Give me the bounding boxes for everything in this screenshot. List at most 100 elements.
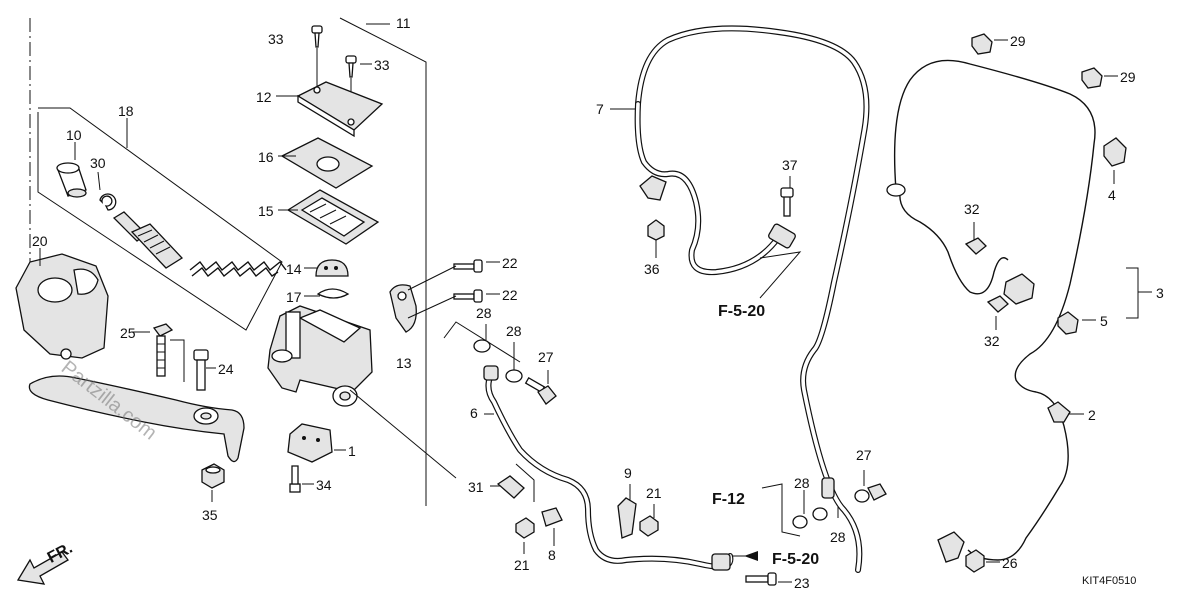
- cap-screw-part[interactable]: [311, 25, 323, 48]
- bolt-21[interactable]: [515, 517, 535, 539]
- bolt-36[interactable]: [647, 219, 665, 241]
- callout-21-a: 21: [646, 485, 662, 501]
- callout-33-a: 33: [268, 31, 284, 47]
- piston-part[interactable]: [112, 211, 184, 269]
- bolt-21-b[interactable]: [639, 515, 659, 537]
- grommet-29-a[interactable]: [971, 33, 993, 55]
- oil-bolt-27[interactable]: [867, 483, 887, 501]
- cap-screw-part-2[interactable]: [345, 55, 357, 78]
- bolt-23[interactable]: [745, 572, 777, 586]
- snap-ring-part[interactable]: [316, 288, 350, 299]
- piston-kit-group: [37, 107, 287, 331]
- clamp-32-b[interactable]: [986, 295, 1009, 313]
- callout-3: 3: [1156, 285, 1164, 301]
- clamp-bolt-part[interactable]: [453, 259, 483, 273]
- callout-6: 6: [470, 405, 478, 421]
- holder-clamp-part[interactable]: [389, 284, 417, 333]
- callout-34: 34: [316, 477, 332, 493]
- diaphragm-part[interactable]: [286, 189, 380, 245]
- callout-27-a: 27: [538, 349, 554, 365]
- callout-12: 12: [256, 89, 272, 105]
- callout-14: 14: [286, 261, 302, 277]
- callout-28-a: 28: [476, 305, 492, 321]
- sealing-washer-28-a[interactable]: [792, 515, 808, 529]
- callout-21-b: 21: [514, 557, 530, 573]
- callout-9: 9: [624, 465, 632, 481]
- callout-29-b: 29: [1120, 69, 1136, 85]
- rear-brake-hose-assembly: [634, 25, 887, 573]
- callout-35: 35: [202, 507, 218, 523]
- callout-7: 7: [596, 101, 604, 117]
- callout-17: 17: [286, 289, 302, 305]
- clamp-5[interactable]: [1057, 311, 1079, 335]
- ref-f-5-20-b[interactable]: F-5-20: [772, 551, 819, 568]
- callout-10: 10: [66, 127, 82, 143]
- coupler-part[interactable]: [1003, 273, 1035, 305]
- clamp-32-a[interactable]: [964, 237, 987, 255]
- diaphragm-plate-part[interactable]: [280, 137, 374, 189]
- callout-2: 2: [1088, 407, 1096, 423]
- hose-clamp-part[interactable]: [496, 475, 525, 499]
- clip-part[interactable]: [617, 497, 637, 539]
- pivot-bolt-part[interactable]: [193, 349, 209, 391]
- callout-13: 13: [396, 355, 412, 371]
- grommet-29-b[interactable]: [1081, 67, 1103, 89]
- reservoir-cap-part[interactable]: [296, 81, 384, 138]
- callout-24: 24: [218, 361, 234, 377]
- ref-f-5-20-a[interactable]: F-5-20: [718, 303, 765, 320]
- callout-8: 8: [548, 547, 556, 563]
- brake-switch-part[interactable]: [287, 423, 333, 463]
- master-cylinder-body-part[interactable]: [267, 305, 373, 407]
- callout-31: 31: [468, 479, 484, 495]
- callout-22-a: 22: [502, 255, 518, 271]
- callout-15: 15: [258, 203, 274, 219]
- clamp-2[interactable]: [1047, 401, 1071, 423]
- lever-nut-part[interactable]: [201, 463, 225, 489]
- ref-arrow-icon: [744, 551, 758, 561]
- circlip-part[interactable]: [99, 193, 117, 211]
- stay-part[interactable]: [541, 507, 563, 527]
- brake-lever-part[interactable]: [28, 375, 245, 463]
- callout-28-c: 28: [794, 475, 810, 491]
- callout-leaders: [132, 23, 1152, 583]
- master-cylinder-group: [267, 17, 483, 506]
- sealing-washer-28-b[interactable]: [812, 507, 828, 521]
- speed-sensor-part[interactable]: [937, 531, 965, 563]
- callout-25: 25: [120, 325, 136, 341]
- oil-bolt-part[interactable]: [524, 377, 557, 405]
- reservoir-cover-part[interactable]: [15, 248, 109, 360]
- front-direction-arrow: FR.: [16, 540, 75, 585]
- callout-32-b: 32: [984, 333, 1000, 349]
- reference-labels: F-5-20 F-12 F-5-20: [712, 303, 819, 568]
- callout-28-b: 28: [506, 323, 522, 339]
- clamp-bolt-part-2[interactable]: [453, 289, 483, 303]
- sensor-wire[interactable]: [893, 59, 1096, 561]
- hose-clip-part[interactable]: [639, 175, 667, 201]
- sealing-washer-part-2[interactable]: [505, 369, 523, 383]
- lever-assembly: [28, 323, 245, 502]
- boot-part[interactable]: [56, 162, 87, 198]
- callout-30: 30: [90, 155, 106, 171]
- callout-4: 4: [1108, 187, 1116, 203]
- lever-bolt-part[interactable]: [152, 323, 174, 377]
- callout-16: 16: [258, 149, 274, 165]
- sealing-washer-part[interactable]: [473, 339, 491, 353]
- callout-1: 1: [348, 443, 356, 459]
- callout-23: 23: [794, 575, 810, 591]
- ref-f-12[interactable]: F-12: [712, 491, 745, 508]
- callout-labels: 1 2 3 4 5 6 7 8 9 10 11 12 13 14 15 16 1…: [32, 15, 1164, 591]
- callout-36: 36: [644, 261, 660, 277]
- sensor-wiring-assembly: [886, 33, 1139, 573]
- callout-20: 20: [32, 233, 48, 249]
- spring-part[interactable]: [189, 261, 287, 277]
- bolt-37[interactable]: [780, 187, 794, 217]
- clamp-4[interactable]: [1103, 137, 1127, 167]
- callout-22-b: 22: [502, 287, 518, 303]
- switch-screw-part[interactable]: [289, 465, 301, 493]
- figure-code: KIT4F0510: [1082, 575, 1136, 587]
- bolt-26[interactable]: [965, 549, 985, 573]
- sealing-washer-28-c[interactable]: [854, 489, 870, 503]
- callout-32-a: 32: [964, 201, 980, 217]
- boot-cap-part[interactable]: [315, 259, 349, 277]
